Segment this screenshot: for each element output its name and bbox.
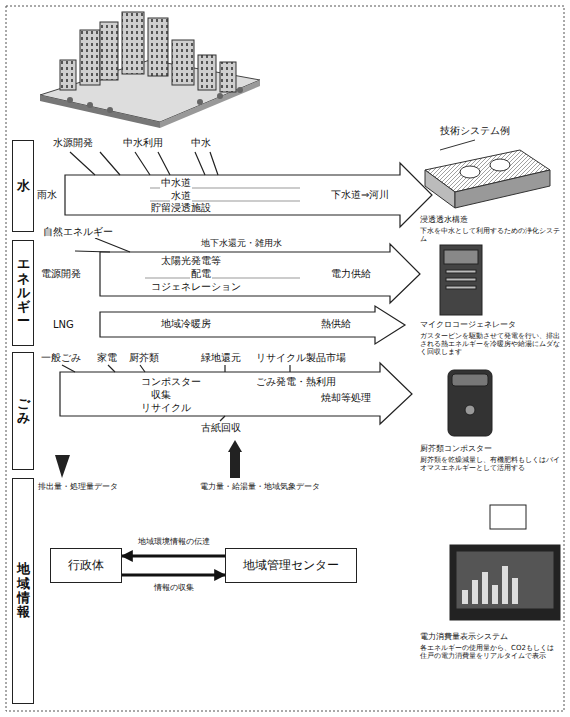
flow-label: 地域冷暖房	[160, 318, 212, 330]
flow-label: コンポスター	[140, 376, 202, 388]
caption-title: 厨芥類コンポスター	[420, 444, 492, 453]
flow-arrow	[60, 363, 412, 424]
caption-text: 下水を中水として利用するための浄化システム	[420, 227, 560, 243]
flow-label: 緑地還元	[200, 352, 242, 364]
flow-label: ごみ発電・熱利用	[255, 376, 337, 388]
flow-label: 下水道⇒河川	[330, 189, 390, 201]
node-text: 地域管理センター	[243, 557, 339, 574]
flow-label: 中水道	[160, 177, 192, 189]
connector-arrow	[122, 574, 225, 577]
data-marker	[55, 440, 242, 478]
flow-label: コジェネレーション	[150, 281, 242, 293]
flow-label: 太陽光発電等	[160, 255, 222, 267]
flow-label: 水源開発	[52, 137, 94, 149]
flow-label: LNG	[52, 319, 75, 331]
flow-label: 水道	[170, 190, 192, 202]
generator-illustration	[440, 245, 482, 315]
caption-text: 厨芥類を乾燥減量し、有機肥料もしくはバイオマスエネルギーとして活用する	[420, 456, 560, 472]
edge-label: 地域環境情報の伝達	[136, 536, 212, 547]
node-text: 地域情報	[17, 562, 30, 619]
section-heading: 技術システム例	[440, 125, 510, 137]
caption-text: ガスタービンを駆動させて発電を行い、排出される熱エネルギーを冷暖房や給湯にムダな…	[420, 332, 560, 356]
flow-label: 中水	[190, 137, 212, 149]
section-box: エネルギー	[12, 240, 34, 346]
pipe-illustration	[425, 140, 550, 208]
flow-label: 配電	[190, 268, 212, 280]
display-illustration	[450, 505, 560, 620]
node-text: エネルギー	[17, 257, 30, 328]
flow-label: 古紙回収	[200, 422, 242, 434]
caption-text: 各エネルギーの使用量から、CO2もしくは住戸の電力消費量をリアルタイムで表示	[420, 644, 560, 660]
flow-label: 一般ごみ	[40, 352, 82, 364]
node-text: 行政体	[68, 557, 104, 574]
flow-label: 収集	[150, 389, 172, 401]
flow-label: リサイクル製品市場	[255, 352, 347, 364]
flow-label: 厨芥類	[128, 352, 160, 364]
flow-label: 家電	[96, 352, 118, 364]
flow-label: 電源開発	[40, 268, 82, 280]
flow-label: 地下水還元・雑用水	[200, 238, 283, 248]
flow-arrow	[65, 152, 432, 227]
process-box: 地域管理センター	[225, 548, 357, 583]
flow-label: リサイクル	[140, 402, 192, 414]
section-box: 地域情報	[12, 478, 34, 704]
flow-arrow	[75, 238, 420, 344]
city-illustration	[40, 12, 260, 128]
flow-label: 中水利用	[122, 137, 164, 149]
caption-title: 浸透透水構造	[420, 215, 468, 224]
section-box: ごみ	[12, 352, 34, 470]
node-text: ごみ	[17, 397, 30, 426]
flow-label: 雨水	[36, 189, 58, 201]
process-box: 行政体	[50, 548, 122, 583]
flow-label: 電力供給	[330, 268, 372, 280]
edge-label: 情報の収集	[152, 582, 196, 593]
flow-label: 熱供給	[320, 318, 352, 330]
data-note: 排出量・処理量データ	[38, 482, 128, 491]
flow-label: 焼却等処理	[320, 392, 372, 404]
data-note: 電力量・給湯量・地域気象データ	[200, 482, 330, 491]
caption-title: マイクロコージェネレータ	[420, 320, 516, 329]
connector-arrow	[122, 555, 225, 558]
section-box: 水	[12, 140, 34, 232]
flow-label: 自然エネルギー	[42, 226, 114, 238]
node-text: 水	[17, 179, 30, 193]
composter-illustration	[448, 370, 492, 436]
caption-title: 電力消費量表示システム	[420, 632, 508, 641]
flow-label: 貯留浸透施設	[150, 202, 212, 214]
